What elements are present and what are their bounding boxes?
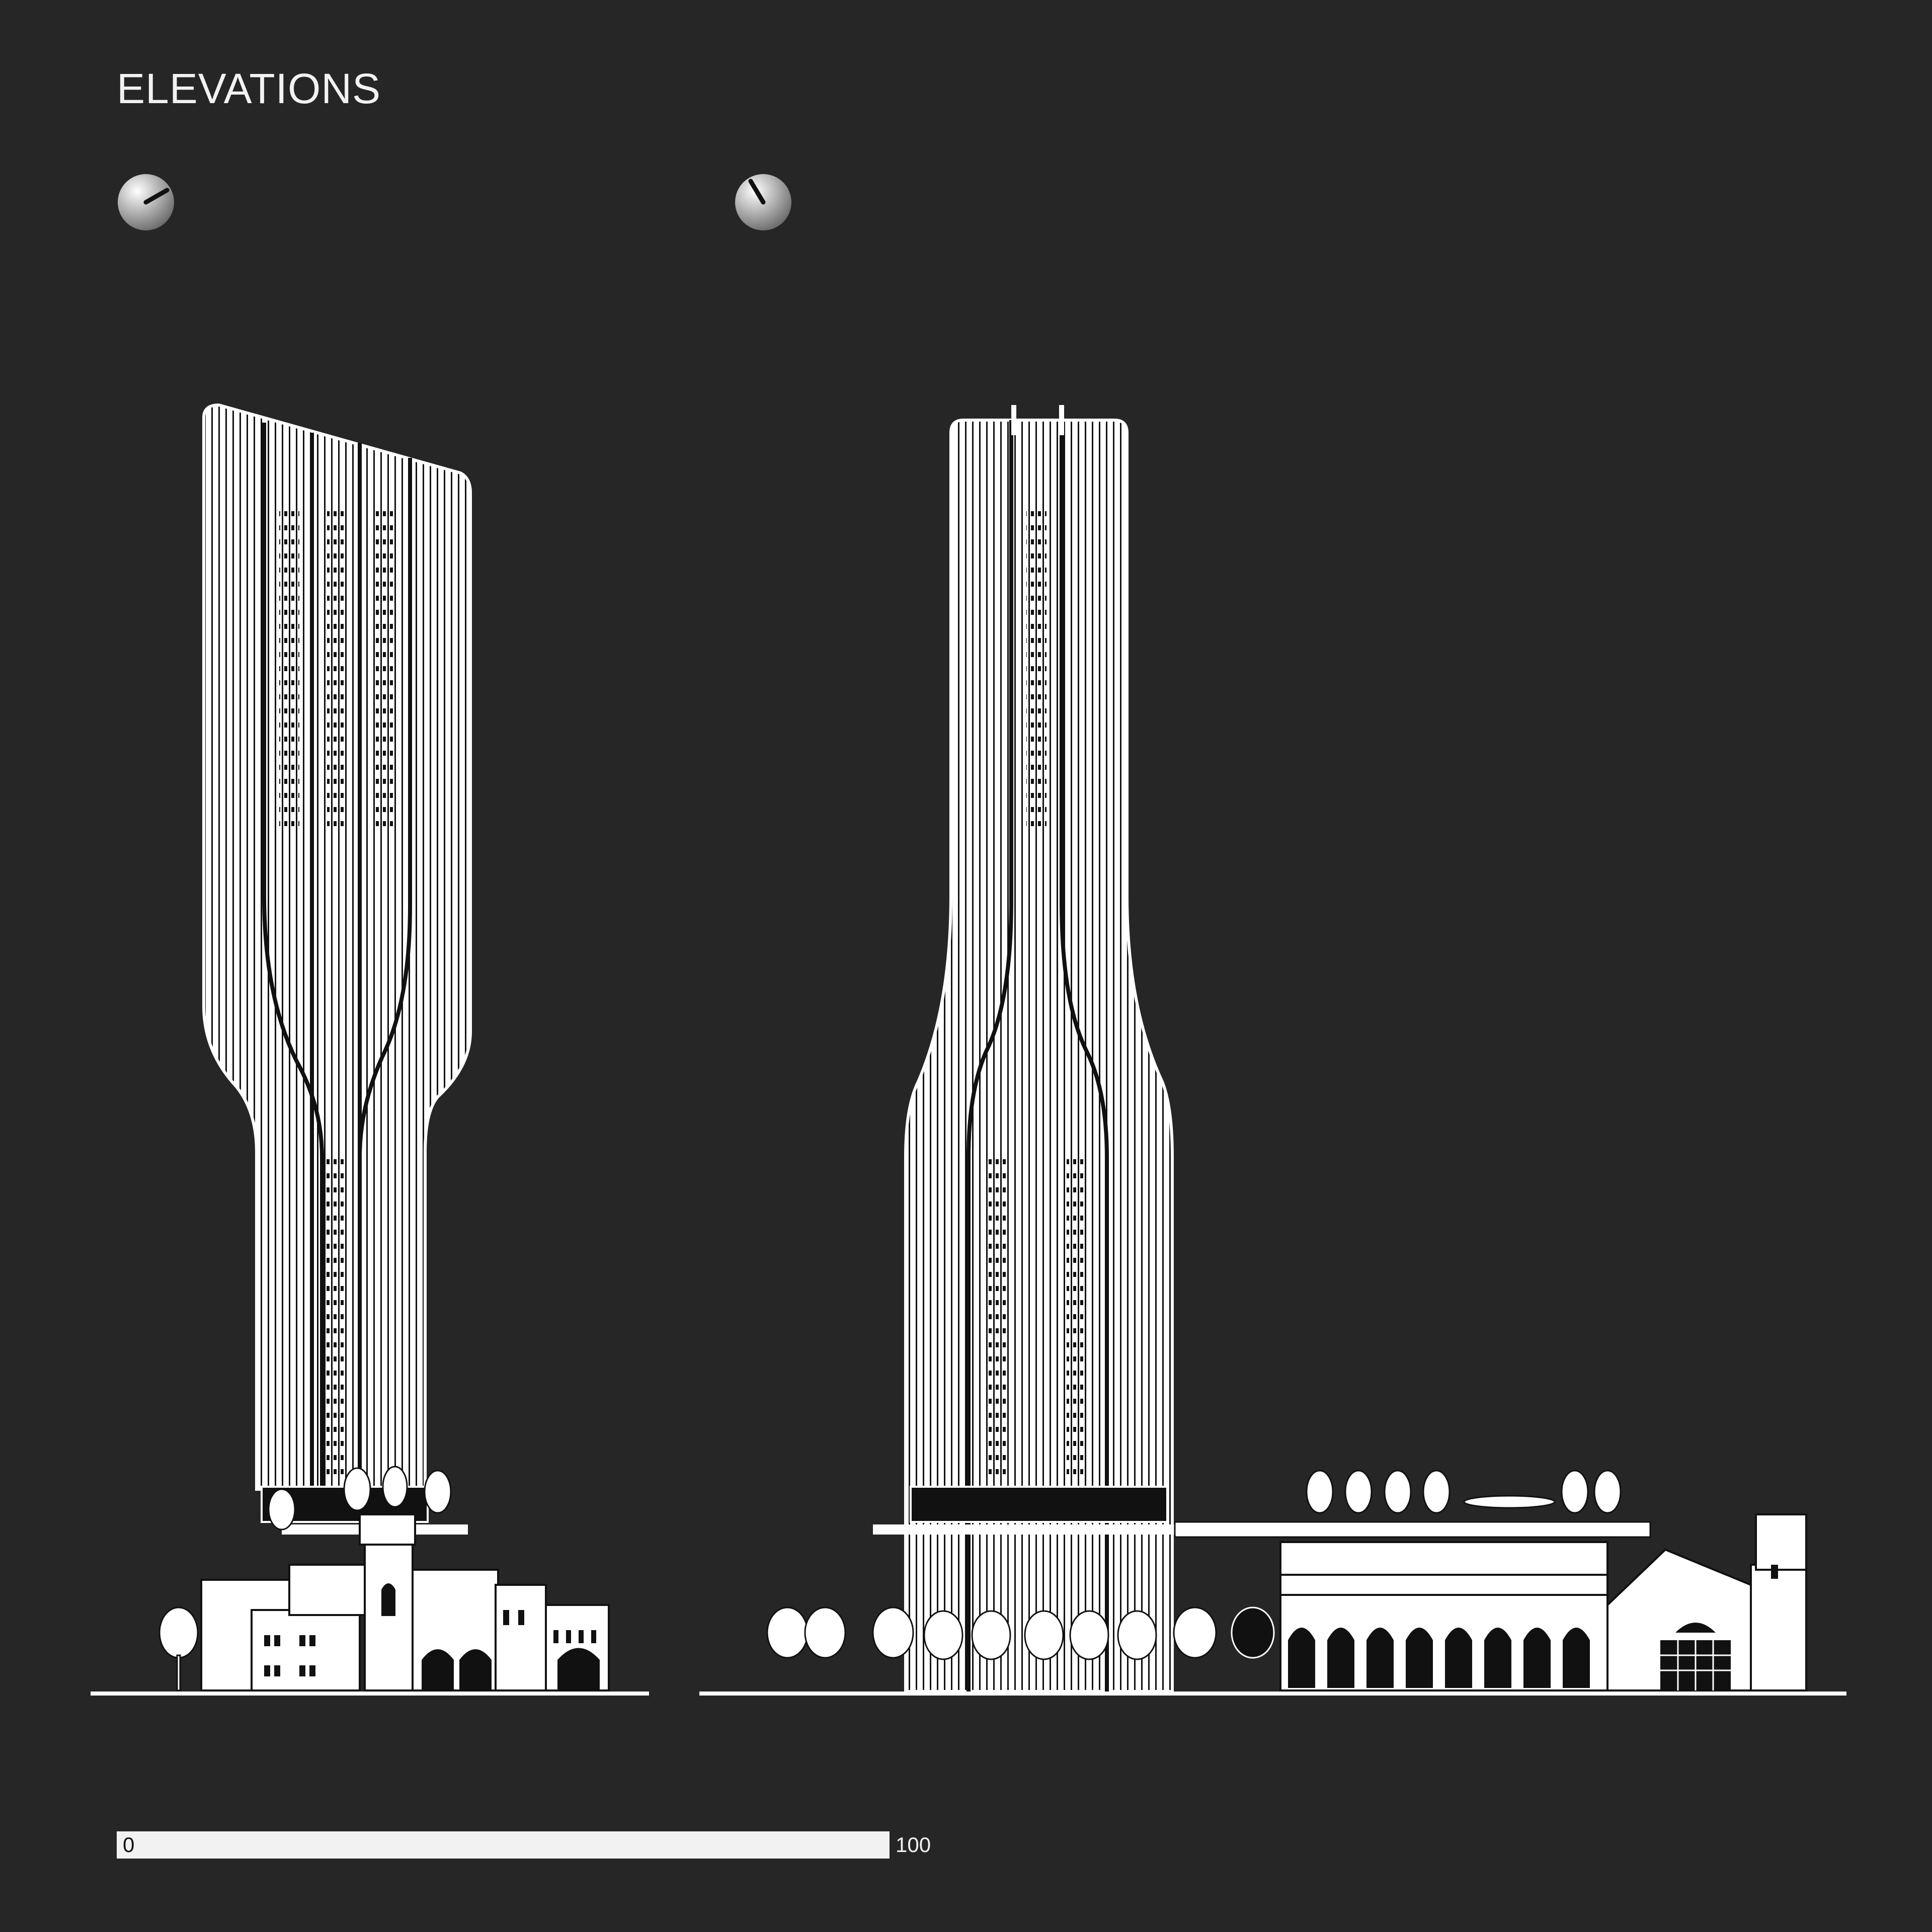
right-street-trees [766, 1606, 1275, 1660]
left-historic-buildings [200, 1513, 610, 1692]
scale-bar [117, 1831, 890, 1859]
left-ground-line [91, 1692, 649, 1696]
left-tower-window-column [279, 508, 299, 830]
bridge-trees [1306, 1470, 1622, 1514]
scale-max-label: 100 [896, 1833, 931, 1857]
left-tower-window-column [327, 508, 347, 830]
left-street-trees [158, 1606, 199, 1692]
right-tower-window-column [1026, 508, 1046, 830]
left-tower-upper [202, 403, 472, 1491]
right-tower-window-column [986, 1157, 1006, 1479]
right-podium-deck [910, 1486, 1168, 1523]
right-tower-window-column [1067, 1157, 1087, 1479]
skybridge [1174, 1521, 1651, 1538]
scale-min-label: 0 [123, 1833, 135, 1857]
north-indicator-icon [735, 174, 791, 230]
left-deck-trees [268, 1466, 452, 1531]
station-door-grid [1660, 1640, 1731, 1691]
right-ground-line [699, 1692, 1846, 1696]
right-elevation [699, 405, 1846, 1696]
north-indicator-icon [118, 174, 174, 230]
left-tower-window-column [325, 1157, 345, 1479]
station-arches [1288, 1565, 1778, 1691]
sheet-title: ELEVATIONS [117, 65, 381, 112]
left-elevation [91, 403, 649, 1696]
left-historic-windows [264, 1610, 596, 1676]
left-tower-window-column [375, 508, 395, 830]
